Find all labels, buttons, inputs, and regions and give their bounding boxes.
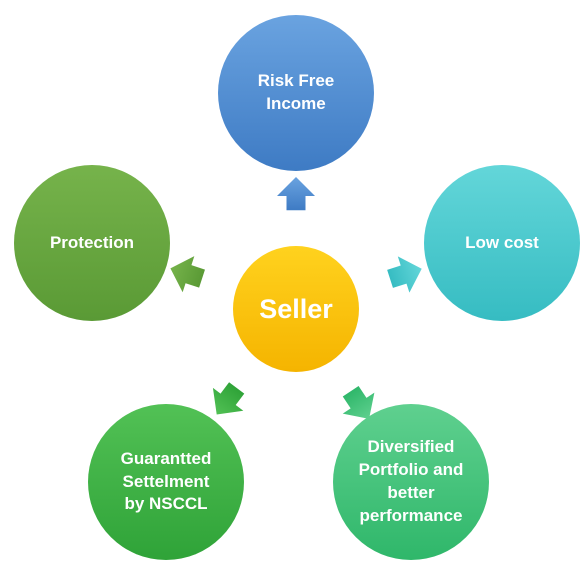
risk-free-income-circle — [218, 15, 374, 171]
protection-circle — [14, 165, 170, 321]
guaranteed-settlement-circle — [88, 404, 244, 560]
low-cost-circle — [424, 165, 580, 321]
low-cost-arrow — [387, 256, 422, 293]
diversified-portfolio-circle — [333, 404, 489, 560]
protection-arrow — [170, 256, 205, 293]
seller-center-circle — [233, 246, 359, 372]
diversified-portfolio-arrow — [342, 385, 375, 419]
guaranteed-settlement-arrow — [212, 382, 245, 415]
risk-free-income-arrow — [277, 177, 315, 211]
